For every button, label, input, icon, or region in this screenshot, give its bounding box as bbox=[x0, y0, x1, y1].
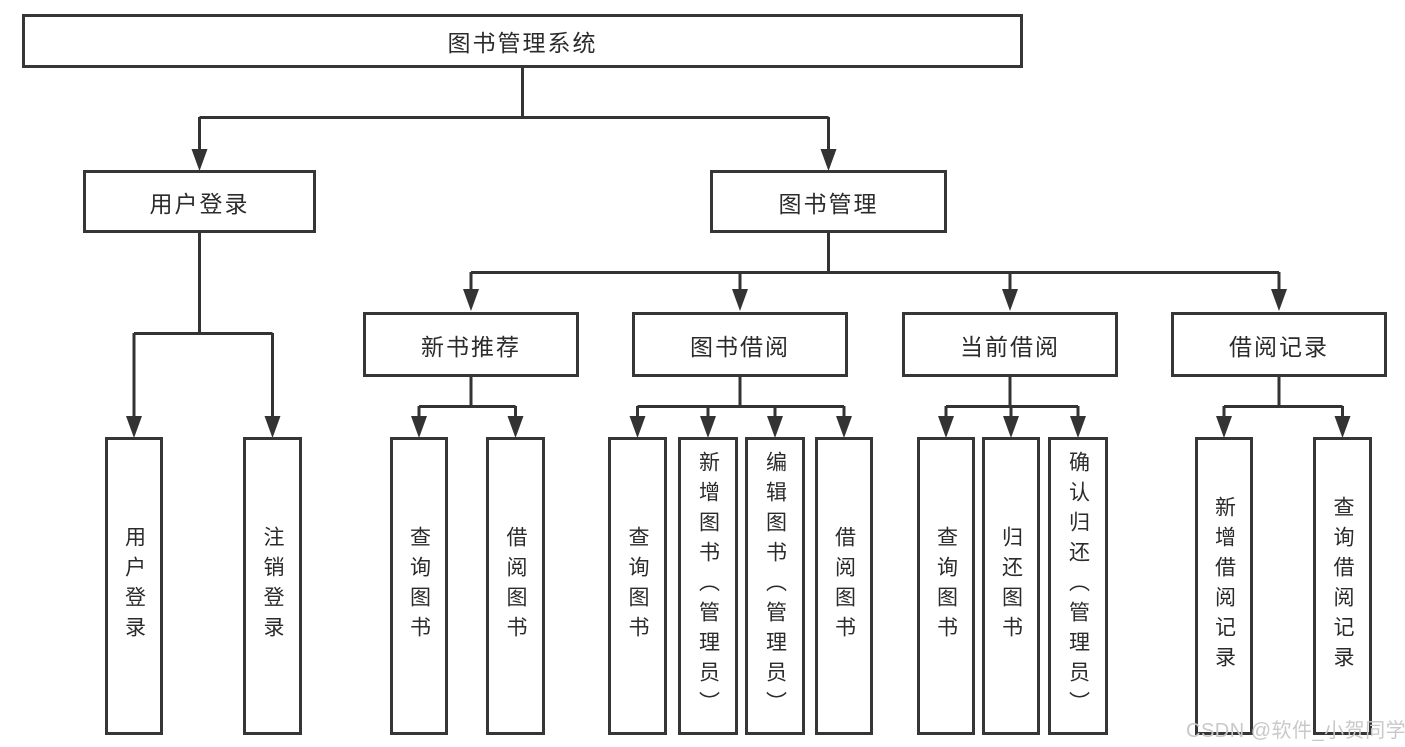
arrowhead bbox=[700, 416, 716, 438]
node-new-book-recommend: 新书推荐 bbox=[363, 312, 579, 377]
leaf-logout: 注销登录 bbox=[243, 437, 302, 735]
arrowhead bbox=[938, 416, 954, 438]
watermark: CSDN @软件_小贺同学 bbox=[1186, 720, 1405, 742]
leaf-borrow-edit-books-admin: 编辑图书（管理员） bbox=[745, 437, 805, 735]
leaf-current-confirm-return-admin: 确认归还（管理员） bbox=[1048, 437, 1108, 735]
leaf-borrow-query-books: 查询图书 bbox=[608, 437, 667, 735]
arrowhead bbox=[836, 416, 852, 438]
connector-user-login-to-leaves bbox=[126, 233, 281, 438]
node-root-library-system: 图书管理系统 bbox=[22, 14, 1023, 68]
connector-book-mgmt-to-level3 bbox=[463, 233, 1287, 311]
arrowhead bbox=[264, 416, 281, 438]
leaf-records-query-record: 查询借阅记录 bbox=[1313, 437, 1372, 735]
node-book-management: 图书管理 bbox=[710, 170, 947, 233]
arrowhead bbox=[1334, 416, 1351, 438]
arrowhead bbox=[507, 416, 524, 438]
leaf-current-query-books: 查询图书 bbox=[917, 437, 975, 735]
arrowhead bbox=[629, 416, 646, 438]
arrowhead bbox=[732, 289, 748, 311]
connector-borrow-records-to-leaves bbox=[1216, 377, 1351, 438]
connector-new-book-to-leaves bbox=[411, 377, 524, 438]
arrowhead bbox=[1216, 416, 1232, 438]
connector-root-to-level2 bbox=[191, 68, 837, 171]
arrowhead bbox=[1271, 289, 1287, 311]
node-book-borrowing: 图书借阅 bbox=[632, 312, 848, 377]
leaf-user-login: 用户登录 bbox=[105, 437, 163, 735]
node-user-login: 用户登录 bbox=[83, 170, 316, 233]
leaf-newbook-query-books: 查询图书 bbox=[390, 437, 448, 735]
leaf-current-return-books: 归还图书 bbox=[982, 437, 1040, 735]
connector-book-borrow-to-leaves bbox=[629, 377, 852, 438]
leaf-newbook-borrow-books: 借阅图书 bbox=[486, 437, 545, 735]
arrowhead bbox=[1003, 416, 1019, 438]
leaf-borrow-borrow-books: 借阅图书 bbox=[815, 437, 873, 735]
arrowhead bbox=[820, 149, 837, 171]
arrowhead bbox=[191, 149, 208, 171]
arrowhead bbox=[411, 416, 427, 438]
connector-current-borrow-to-leaves bbox=[938, 377, 1086, 438]
leaf-borrow-add-books-admin: 新增图书（管理员） bbox=[678, 437, 738, 735]
leaf-records-add-record: 新增借阅记录 bbox=[1195, 437, 1253, 735]
arrowhead bbox=[1070, 416, 1086, 438]
arrowhead bbox=[1002, 289, 1018, 311]
node-borrow-records: 借阅记录 bbox=[1171, 312, 1387, 377]
arrowhead bbox=[767, 416, 783, 438]
node-current-borrowing: 当前借阅 bbox=[902, 312, 1118, 377]
arrowhead bbox=[463, 289, 479, 311]
arrowhead bbox=[126, 416, 142, 438]
